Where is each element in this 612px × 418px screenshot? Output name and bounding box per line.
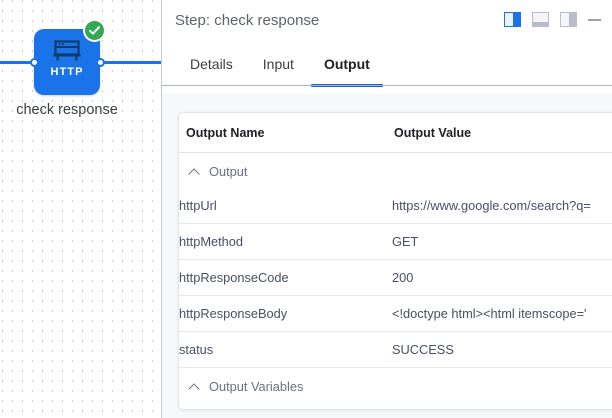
table-group-row[interactable]: Output Variables [179, 368, 612, 404]
edge-incoming [0, 61, 42, 64]
workflow-canvas[interactable]: HTTP check response [0, 0, 161, 418]
node-type-label: HTTP [50, 66, 84, 78]
tab-output-label: Output [323, 56, 370, 72]
table-row[interactable]: foo 200 [179, 403, 612, 409]
tab-details-label: Details [190, 56, 233, 72]
group-output-label: Output [209, 164, 248, 179]
panel-header-actions [504, 12, 601, 27]
output-table: Output Name Output Value Output [179, 113, 612, 410]
panel-header: Step: check response [162, 0, 612, 43]
column-header-output-name: Output Name [179, 113, 392, 153]
group-output-cell[interactable]: Output [179, 153, 612, 189]
table-group-row[interactable]: Output [179, 153, 612, 189]
tabs-divider [162, 85, 612, 86]
table-row[interactable]: httpMethod GET [179, 223, 612, 260]
panel-title: Step: check response [175, 12, 320, 29]
column-header-output-value: Output Value [392, 113, 612, 153]
tab-input-label: Input [262, 56, 294, 72]
panel-tabs: Details Input Output [162, 43, 612, 93]
table-row[interactable]: httpUrl https://www.google.com/search?q= [179, 188, 612, 224]
row-value: 200 [392, 403, 612, 409]
output-table-body: Output httpUrl https://www.google.com/se… [179, 153, 612, 410]
row-name: foo [179, 403, 392, 409]
step-detail-panel: Step: check response Details Input Outpu… [161, 0, 612, 418]
group-output-variables-cell[interactable]: Output Variables [179, 368, 612, 404]
row-value: 200 [392, 259, 612, 296]
node-input-port[interactable] [30, 58, 39, 67]
row-value: GET [392, 223, 612, 260]
table-row[interactable]: status SUCCESS [179, 331, 612, 368]
group-output-toggle[interactable]: Output [189, 164, 247, 179]
group-output-variables-toggle[interactable]: Output Variables [189, 379, 303, 394]
tab-output[interactable]: Output [309, 43, 385, 87]
table-row[interactable]: httpResponseCode 200 [179, 259, 612, 296]
group-output-variables-label: Output Variables [209, 379, 304, 394]
tab-details[interactable]: Details [175, 43, 248, 86]
panel-body: Output Name Output Value Output [162, 94, 612, 418]
node-caption: check response [16, 102, 118, 118]
row-name: httpResponseCode [179, 259, 392, 296]
output-table-card: Output Name Output Value Output [178, 112, 612, 410]
http-node-icon [53, 40, 81, 63]
layout-right-icon[interactable] [560, 12, 577, 27]
row-name: status [179, 331, 392, 368]
edge-outgoing [100, 61, 161, 64]
output-table-head: Output Name Output Value [179, 113, 612, 153]
table-row[interactable]: httpResponseBody <!doctype html><html it… [179, 295, 612, 332]
check-circle-icon [85, 21, 104, 40]
table-header-row: Output Name Output Value [179, 113, 612, 153]
row-value: SUCCESS [392, 331, 612, 368]
row-name: httpMethod [179, 223, 392, 260]
row-name: httpResponseBody [179, 295, 392, 332]
row-name: httpUrl [179, 188, 392, 224]
node-check-response[interactable]: HTTP [34, 29, 100, 95]
layout-split-icon[interactable] [504, 12, 521, 27]
chevron-up-icon [189, 166, 200, 177]
row-value: https://www.google.com/search?q= [392, 188, 612, 224]
tab-input[interactable]: Input [248, 43, 309, 86]
row-value: <!doctype html><html itemscope=' [392, 295, 612, 332]
minimize-icon[interactable] [588, 18, 601, 21]
chevron-up-icon [189, 381, 200, 392]
layout-bottom-icon[interactable] [532, 12, 549, 27]
node-output-port[interactable] [96, 58, 105, 67]
